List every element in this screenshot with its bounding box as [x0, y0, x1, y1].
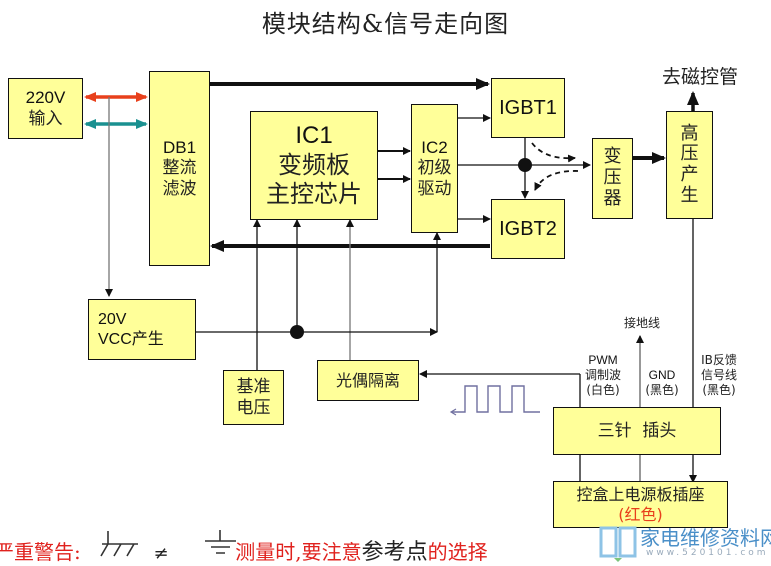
pwm-label-2: 调制波 — [584, 368, 621, 382]
earth-ground-icon — [205, 530, 236, 554]
vcc-voltage-label: 20V — [98, 311, 127, 329]
current-flow-arrow-1 — [531, 142, 576, 163]
block-db1-rectifier: DB1 整流 滤波 — [149, 71, 210, 266]
transformer-char-2: 压 — [603, 167, 622, 189]
gnd-label: GND (黑色) — [637, 368, 687, 398]
ic1-desc-1: 变频板 — [278, 151, 350, 180]
block-ic2-primary-driver: IC2 初级 驱动 — [411, 104, 458, 233]
waveform-arrowhead — [449, 408, 457, 416]
junction-dot — [518, 158, 532, 172]
block-220v-input: 220V 输入 — [8, 78, 83, 139]
warning-emphasis: 参考点 — [361, 540, 428, 565]
ib-label-1: IB反馈 — [701, 353, 737, 367]
db1-label: DB1 — [162, 137, 197, 157]
warning-prefix: 严重警告: — [0, 540, 81, 564]
vref-desc-1: 基准 — [236, 377, 271, 398]
watermark-logo: 家电维修资料网 www.520101.com — [598, 522, 771, 562]
block-igbt1: IGBT1 — [491, 78, 565, 138]
transformer-char-3: 器 — [603, 187, 622, 209]
ic1-desc-2: 主控芯片 — [266, 179, 362, 208]
watermark-name: 家电维修资料网 — [640, 526, 771, 550]
hv-char-4: 生 — [680, 184, 699, 206]
hv-char-3: 产 — [680, 164, 699, 185]
not-equal-sign: ≠ — [153, 543, 169, 564]
hv-char-2: 压 — [680, 143, 699, 165]
ib-label-3: (黑色) — [702, 383, 736, 397]
db1-desc-1: 整流 — [162, 158, 197, 179]
pwm-label: PWM 调制波 (白色) — [578, 353, 628, 398]
degauss-label: 去磁控管 — [661, 66, 738, 88]
ic1-label: IC1 — [295, 122, 333, 150]
igbt2-label: IGBT2 — [499, 218, 557, 240]
block-igbt2: IGBT2 — [491, 199, 565, 259]
vcc-junction-dot — [290, 325, 304, 339]
block-optocoupler: 光偶隔离 — [317, 360, 419, 401]
gnd-label-2: (黑色) — [645, 383, 679, 397]
socket-label: 控盒上电源板插座 — [576, 485, 705, 505]
ic2-label: IC2 — [421, 137, 448, 157]
diagram-title: 模块结构&信号走向图 — [261, 10, 510, 38]
plug-label: 三针 插头 — [597, 420, 677, 441]
current-flow-arrow-2 — [534, 170, 579, 191]
ic2-desc-1: 初级 — [417, 158, 452, 179]
warning-suffix: 的选择 — [427, 540, 488, 564]
warning-line: 严重警告: ≠ 测量时,要注意参考点的选择 — [0, 534, 488, 566]
block-power-socket: 控盒上电源板插座 (红色) — [553, 481, 728, 528]
pwm-label-1: PWM — [588, 353, 618, 367]
block-reference-voltage: 基准 电压 — [223, 370, 284, 425]
pwm-label-3: (白色) — [586, 383, 620, 397]
block-high-voltage: 高 压 产 生 — [666, 111, 713, 219]
socket-color-label: (红色) — [618, 504, 663, 524]
chassis-ground-icon — [100, 531, 138, 557]
transformer-char-1: 变 — [603, 146, 622, 168]
gnd-label-1: GND — [648, 368, 676, 382]
ground-wire-label: 接地线 — [623, 316, 660, 330]
block-20v-vcc: 20V VCC产生 — [88, 299, 196, 360]
db1-desc-2: 滤波 — [162, 178, 197, 199]
opto-label: 光偶隔离 — [335, 370, 400, 390]
watermark-url: www.520101.com — [646, 548, 769, 558]
warning-middle: 测量时,要注意 — [235, 540, 362, 564]
block-transformer: 变 压 器 — [592, 138, 633, 219]
igbt1-label: IGBT1 — [499, 97, 557, 119]
input-label: 输入 — [28, 108, 63, 129]
ib-feedback-label: IB反馈 信号线 (黑色) — [694, 353, 744, 398]
ib-label-2: 信号线 — [700, 368, 737, 382]
vref-desc-2: 电压 — [236, 397, 271, 418]
pwm-waveform-icon — [452, 385, 540, 413]
input-voltage-label: 220V — [25, 88, 66, 108]
book-icon — [599, 526, 637, 562]
hv-char-1: 高 — [680, 122, 699, 144]
vcc-label: VCC产生 — [98, 330, 164, 348]
ic2-desc-2: 驱动 — [417, 178, 452, 199]
block-three-pin-plug: 三针 插头 — [553, 407, 721, 455]
block-ic1-main-controller: IC1 变频板 主控芯片 — [250, 111, 378, 220]
